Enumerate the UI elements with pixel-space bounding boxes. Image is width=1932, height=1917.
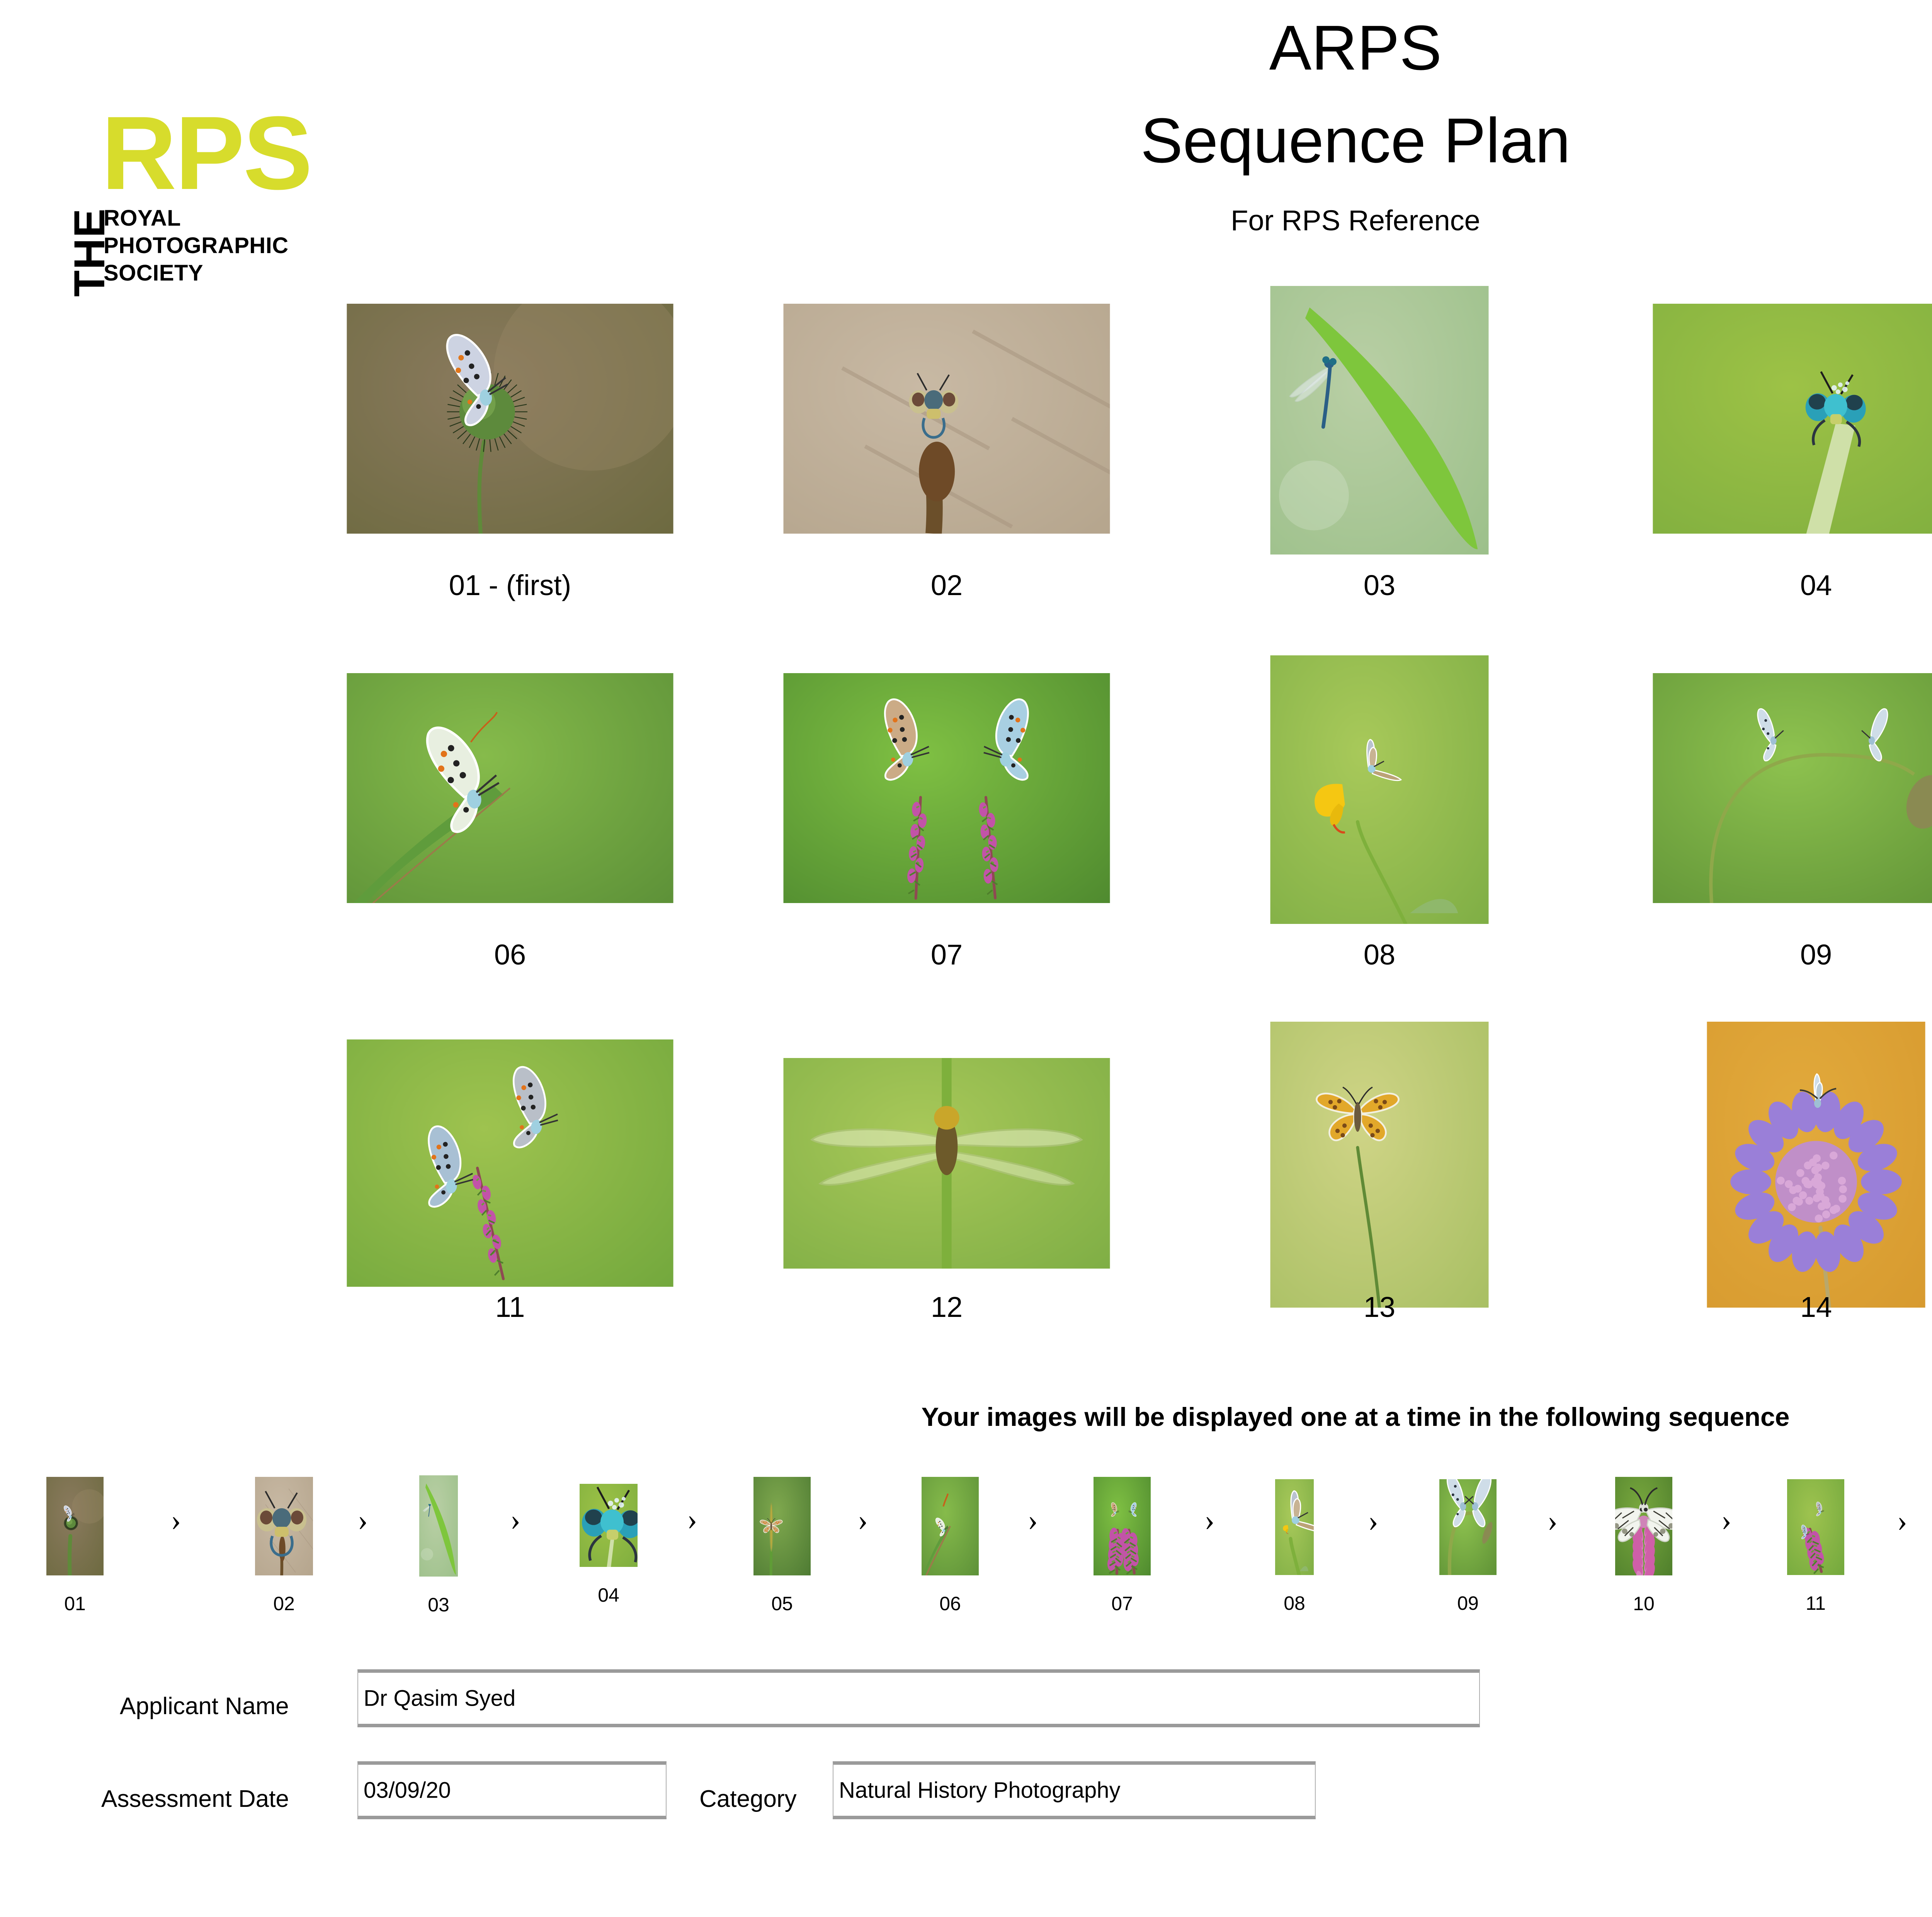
category-label: Category (699, 1785, 797, 1813)
photo-04[interactable] (1653, 304, 1932, 534)
sequence-arrow-icon: › (1204, 1505, 1215, 1536)
photo-caption-12: 12 (753, 1291, 1140, 1323)
photo-caption-03: 03 (1186, 569, 1573, 602)
strip-number-09: 09 (1433, 1592, 1503, 1614)
strip-thumb-11[interactable] (1787, 1479, 1844, 1575)
logo-subtitle-line-3: SOCIETY (104, 260, 289, 287)
sequence-arrow-icon: › (1368, 1505, 1379, 1536)
photo-09[interactable] (1653, 673, 1932, 903)
grid-cell (347, 1039, 673, 1333)
strip-thumb-03[interactable] (419, 1475, 458, 1577)
strip-thumb-02[interactable] (255, 1477, 313, 1575)
sequence-arrow-icon: › (358, 1505, 368, 1536)
photo-caption-04: 04 (1623, 569, 1932, 602)
grid-cell (347, 304, 673, 580)
grid-cell (347, 673, 673, 949)
category-value: Natural History Photography (839, 1778, 1121, 1803)
strip-thumb-04[interactable] (580, 1484, 638, 1567)
strip-thumb-09[interactable] (1439, 1479, 1497, 1575)
strip-number-10: 10 (1609, 1592, 1679, 1615)
photo-caption-02: 02 (753, 569, 1140, 602)
sequence-strip: 01› 02› 03› 04› (23, 1468, 1932, 1596)
strip-thumb-06[interactable] (922, 1477, 979, 1575)
photo-caption-06: 06 (317, 938, 703, 971)
strip-number-11: 11 (1781, 1592, 1850, 1614)
photo-caption-07: 07 (753, 938, 1140, 971)
strip-number-08: 08 (1260, 1592, 1329, 1614)
photo-14[interactable] (1707, 1022, 1925, 1308)
strip-thumb-10[interactable] (1615, 1477, 1672, 1575)
photo-11[interactable] (347, 1039, 673, 1287)
grid-cell (1653, 304, 1932, 580)
strip-thumb-07[interactable] (1094, 1477, 1151, 1575)
strip-number-01: 01 (40, 1592, 110, 1615)
sequence-arrow-icon: › (1028, 1505, 1038, 1536)
photo-07[interactable] (784, 673, 1110, 903)
sequence-arrow-icon: › (1548, 1505, 1558, 1536)
photo-03[interactable] (1270, 286, 1489, 555)
strip-number-06: 06 (915, 1592, 985, 1615)
category-input[interactable]: Natural History Photography (833, 1761, 1316, 1819)
grid-cell (1653, 673, 1932, 949)
photo-12[interactable] (784, 1058, 1110, 1269)
assessment-date-value: 03/09/20 (364, 1778, 451, 1803)
sequence-arrow-icon: › (171, 1505, 181, 1536)
grid-cell (784, 1058, 1110, 1315)
photo-caption-13: 13 (1186, 1291, 1573, 1323)
strip-number-02: 02 (249, 1592, 319, 1615)
applicant-name-value: Dr Qasim Syed (364, 1686, 515, 1711)
sequence-arrow-icon: › (858, 1505, 868, 1536)
grid-cell (784, 304, 1110, 580)
photo-01[interactable] (347, 304, 673, 534)
strip-number-07: 07 (1087, 1592, 1157, 1615)
strip-thumb-05[interactable] (753, 1477, 811, 1575)
sequence-arrow-icon: › (510, 1504, 521, 1535)
grid-cell (1270, 286, 1489, 601)
applicant-name-input[interactable]: Dr Qasim Syed (357, 1669, 1480, 1727)
sequence-arrow-icon: › (1897, 1505, 1908, 1536)
assessment-date-label: Assessment Date (101, 1785, 289, 1813)
photo-13[interactable] (1270, 1022, 1489, 1308)
grid-cell (784, 673, 1110, 949)
sequence-strip-heading: Your images will be displayed one at a t… (0, 1402, 1932, 1432)
sequence-arrow-icon: › (1721, 1505, 1732, 1536)
assessment-date-input[interactable]: 03/09/20 (357, 1761, 667, 1819)
photo-caption-14: 14 (1623, 1291, 1932, 1323)
strip-number-05: 05 (747, 1592, 817, 1615)
page-subtitle: Sequence Plan (0, 104, 1932, 177)
strip-thumb-08[interactable] (1275, 1479, 1314, 1575)
photo-caption-11: 11 (317, 1291, 703, 1323)
applicant-name-label: Applicant Name (120, 1692, 289, 1720)
photo-06[interactable] (347, 673, 673, 903)
photo-caption-01: 01 - (first) (317, 569, 703, 602)
strip-thumb-01[interactable] (46, 1477, 104, 1575)
strip-number-03: 03 (404, 1594, 473, 1616)
strip-number-04: 04 (574, 1584, 643, 1606)
photo-caption-09: 09 (1623, 938, 1932, 971)
page-title: ARPS (0, 12, 1932, 84)
grid-cell (1270, 655, 1489, 970)
page-note: For RPS Reference (0, 204, 1932, 237)
sequence-arrow-icon: › (687, 1504, 697, 1535)
photo-08[interactable] (1270, 655, 1489, 924)
photo-02[interactable] (784, 304, 1110, 534)
photo-caption-08: 08 (1186, 938, 1573, 971)
